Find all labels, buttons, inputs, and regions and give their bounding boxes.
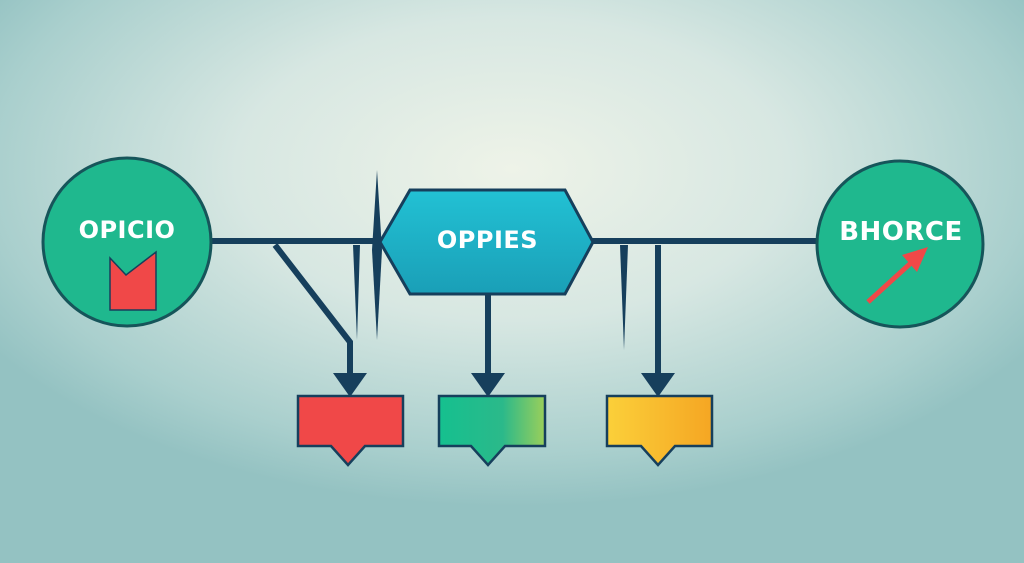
yellow-output-box: [605, 394, 714, 467]
left-circle: [41, 156, 213, 328]
green-output-box: [437, 394, 547, 467]
center-hexagon: [378, 188, 595, 296]
center-hexagon-label: OPPIES: [436, 226, 539, 254]
arrowhead-yellow: [641, 373, 675, 397]
red-m-banner-icon: [109, 250, 157, 311]
right-circle: [815, 159, 985, 329]
spike-right: [620, 245, 628, 350]
red-output-box: [296, 394, 405, 467]
right-circle-label: BHORCE: [839, 217, 963, 247]
left-circle-label: OPICIO: [78, 216, 176, 244]
red-arrow-up-right-icon: [866, 247, 928, 304]
arrowhead-green: [471, 373, 505, 397]
spike-left: [372, 170, 382, 340]
connector-red: [272, 243, 353, 375]
output-boxes: [296, 394, 714, 467]
spikes: [333, 170, 675, 397]
arrowhead-red: [333, 373, 367, 397]
spike-left-2: [353, 245, 360, 340]
